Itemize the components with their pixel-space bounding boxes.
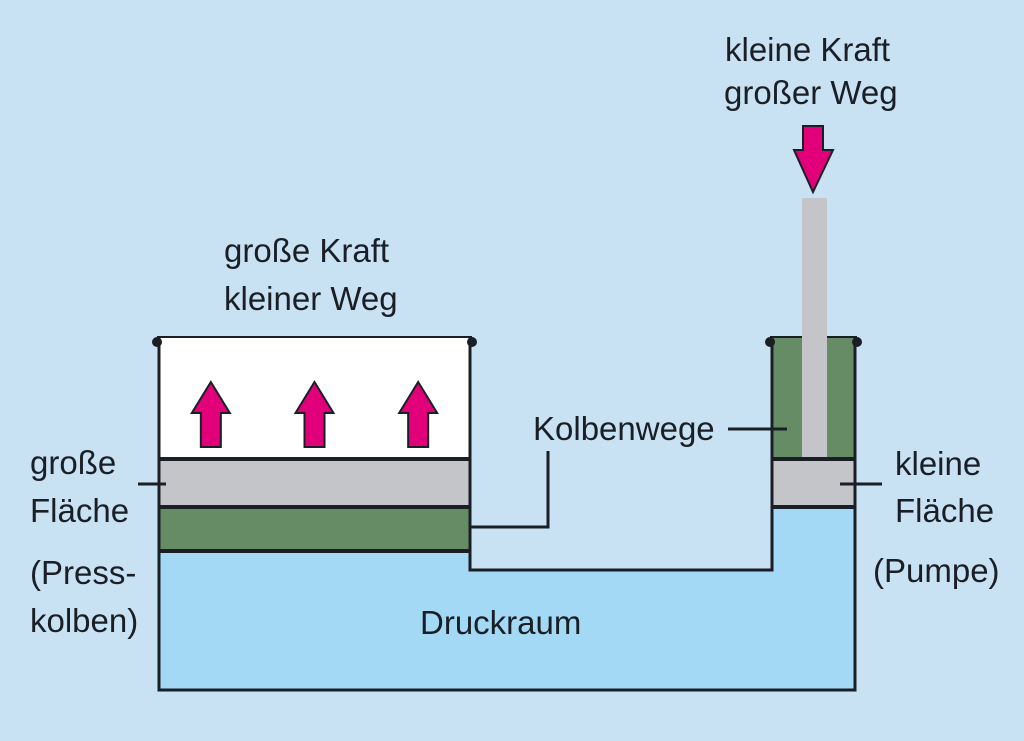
down-arrow-icon — [792, 125, 835, 195]
label-pump: (Pumpe) — [873, 552, 1000, 589]
label-small-area-1: kleine — [895, 445, 981, 482]
label-small-travel: kleiner Weg — [224, 280, 398, 317]
label-small-area-2: Fläche — [895, 492, 994, 529]
leader-kolbenwege-left — [470, 451, 550, 529]
chamber-cutout-mask — [468, 380, 774, 505]
pump-rod — [802, 198, 827, 459]
label-press-piston-1: (Press- — [30, 554, 136, 591]
up-arrow-icon — [293, 380, 336, 448]
pump-rim-knob-left — [765, 337, 775, 347]
label-piston-travel: Kolbenwege — [533, 410, 715, 447]
label-small-force: kleine Kraft — [725, 31, 890, 68]
large-piston-green — [159, 507, 470, 551]
left-rim-knob-right — [467, 337, 477, 347]
label-large-area-1: große — [30, 444, 116, 481]
label-press-piston-2: kolben) — [30, 602, 138, 639]
up-arrow-icon — [397, 380, 439, 448]
label-large-force: große Kraft — [224, 232, 389, 269]
label-large-travel: großer Weg — [724, 74, 898, 111]
pump-rim-knob-right — [852, 337, 862, 347]
large-piston-gray — [159, 459, 470, 507]
label-pressure-chamber: Druckraum — [420, 604, 581, 641]
up-arrows — [190, 380, 439, 448]
label-large-area-2: Fläche — [30, 492, 129, 529]
left-rim-knob — [152, 337, 162, 347]
up-arrow-icon — [190, 380, 232, 448]
